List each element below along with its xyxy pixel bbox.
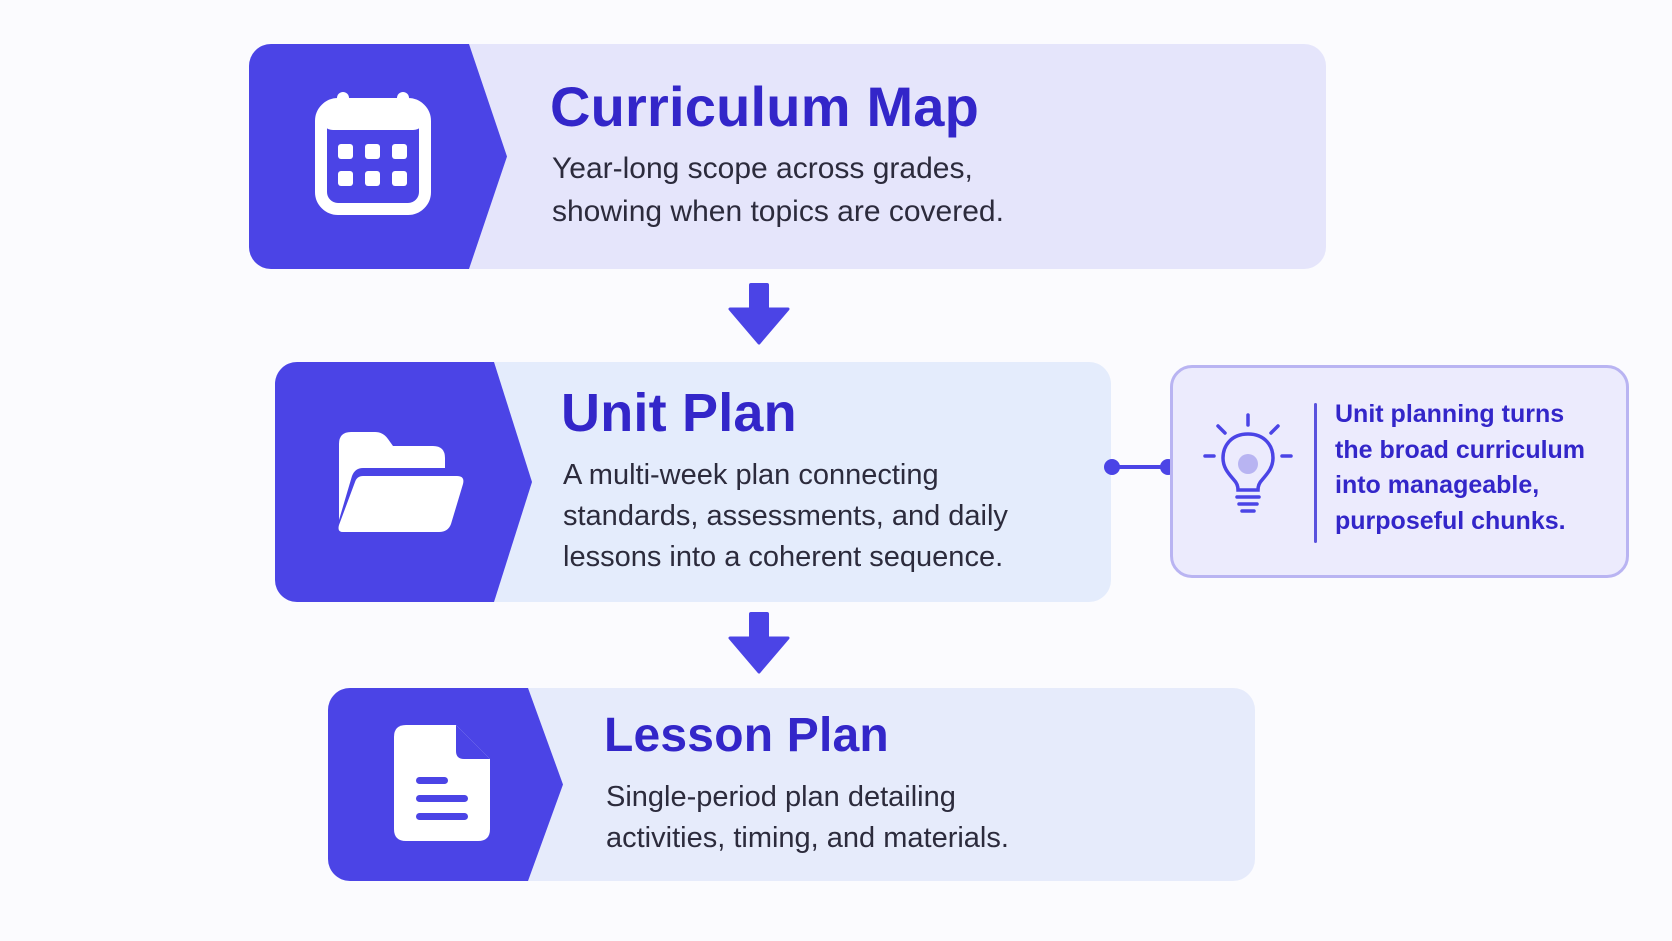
note-text: Unit planning turns the broad curriculum… <box>1335 397 1585 539</box>
note-line: Unit planning turns <box>1335 400 1565 428</box>
connector-line <box>1104 459 1176 475</box>
lesson-plan-title: Lesson Plan <box>604 709 889 762</box>
unit-plan-card: Unit Plan A multi-week plan connecting s… <box>275 362 1111 602</box>
unit-plan-description: A multi-week plan connecting standards, … <box>563 455 1008 579</box>
note-divider <box>1314 403 1317 543</box>
desc-line: Single-period plan detailing <box>606 781 956 813</box>
note-line: into manageable, <box>1335 471 1540 499</box>
curriculum-map-title: Curriculum Map <box>550 75 980 138</box>
desc-line: activities, timing, and materials. <box>606 822 1009 855</box>
unit-planning-note: Unit planning turns the broad curriculum… <box>1170 365 1629 578</box>
document-icon <box>392 723 492 843</box>
down-arrow-icon <box>728 612 790 674</box>
desc-line: lessons into a coherent sequence. <box>563 541 1004 574</box>
desc-line: showing when topics are covered. <box>552 194 1004 228</box>
curriculum-map-description: Year-long scope across grades, showing w… <box>552 148 1004 233</box>
note-line: purposeful chunks. <box>1335 506 1566 535</box>
note-line: the broad curriculum <box>1335 435 1586 464</box>
down-arrow-icon <box>728 283 790 345</box>
desc-line: A multi-week plan connecting <box>563 459 939 491</box>
unit-plan-title: Unit Plan <box>561 383 797 443</box>
lightbulb-icon <box>1203 412 1293 516</box>
calendar-icon <box>309 89 437 219</box>
folder-icon <box>333 428 467 538</box>
curriculum-map-card: Curriculum Map Year-long scope across gr… <box>249 44 1326 269</box>
lesson-plan-description: Single-period plan detailing activities,… <box>606 777 1009 859</box>
desc-line: standards, assessments, and daily <box>563 500 1008 533</box>
desc-line: Year-long scope across grades, <box>552 152 973 185</box>
lesson-plan-card: Lesson Plan Single-period plan detailing… <box>328 688 1255 881</box>
